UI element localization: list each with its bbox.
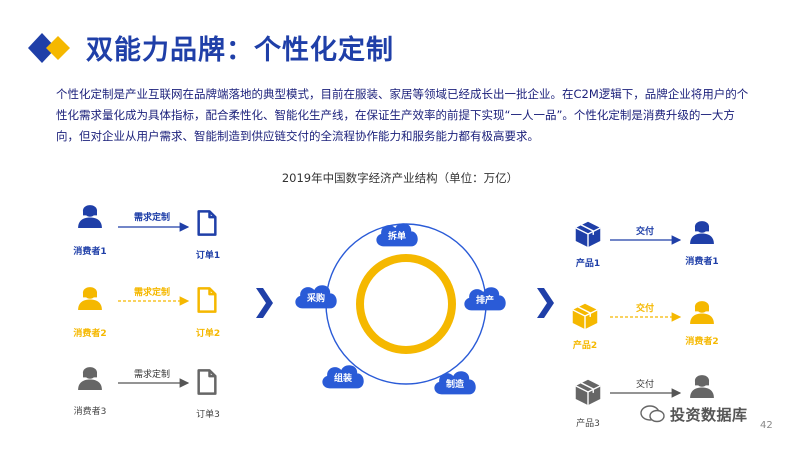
page-title: 双能力品牌：个性化定制 — [86, 35, 394, 66]
consumer-icon — [690, 301, 714, 324]
consumer-label: 消费者2 — [73, 327, 106, 339]
right-row-3: 产品3 交付 — [575, 375, 714, 429]
chevron-right-icon — [537, 288, 554, 318]
right-row-2: 产品2 交付 消费者2 — [572, 301, 719, 351]
consumer-icon — [690, 221, 714, 244]
chevron-right-icon — [256, 288, 273, 318]
order-label: 订单2 — [196, 327, 220, 339]
product-label: 产品1 — [576, 257, 600, 269]
cycle-step-procurement: 采购 — [295, 285, 337, 309]
consumer-label: 消费者2 — [685, 335, 718, 347]
left-row-3: 消费者3 需求定制 订单3 — [74, 367, 220, 420]
svg-text:排产: 排产 — [476, 294, 494, 306]
cycle-step-split-order: 拆单 — [376, 223, 418, 247]
product-label: 产品2 — [573, 339, 597, 351]
cycle-step-scheduling: 排产 — [464, 287, 506, 311]
cycle-step-manufacturing: 制造 — [434, 371, 476, 395]
arrow-label: 交付 — [636, 302, 654, 314]
production-cycle: 拆单 排产 制造 组装 采购 — [295, 223, 506, 395]
order-icon — [197, 286, 217, 314]
consumer-label: 消费者1 — [73, 245, 106, 257]
product-icon — [575, 221, 601, 248]
arrow-label: 需求定制 — [134, 211, 170, 223]
consumer-icon — [78, 205, 102, 228]
svg-text:组装: 组装 — [334, 372, 353, 384]
svg-text:采购: 采购 — [306, 292, 325, 304]
cycle-step-assembly: 组装 — [322, 365, 364, 389]
watermark-text: 投资数据库 — [670, 406, 748, 424]
brand-logo-icon — [28, 33, 70, 63]
page-number: 42 — [760, 420, 773, 431]
arrow-label: 交付 — [636, 378, 654, 390]
consumer-icon — [78, 287, 102, 310]
svg-text:制造: 制造 — [446, 378, 465, 390]
wechat-icon — [640, 405, 665, 423]
left-row-1: 消费者1 需求定制 订单1 — [73, 205, 220, 261]
center-gold-ring — [356, 254, 456, 354]
right-row-1: 产品1 交付 消费者1 — [575, 221, 719, 269]
consumer-icon — [78, 367, 102, 390]
consumer-label: 消费者1 — [685, 255, 718, 267]
consumer-label: 消费者3 — [74, 405, 107, 417]
order-label: 订单1 — [196, 249, 220, 261]
cycle-ring — [325, 223, 487, 385]
product-label: 产品3 — [576, 417, 600, 429]
product-icon — [575, 379, 601, 406]
arrow-label: 需求定制 — [134, 368, 170, 380]
arrow-label: 交付 — [636, 225, 654, 237]
order-label: 订单3 — [196, 408, 220, 420]
intro-paragraph: 个性化定制是产业互联网在品牌端落地的典型模式，目前在服装、家居等领域已经成长出一… — [56, 87, 749, 143]
arrow-label: 需求定制 — [134, 286, 170, 298]
left-row-2: 消费者2 需求定制 订单2 — [73, 286, 220, 339]
product-icon — [572, 303, 598, 330]
order-icon — [197, 368, 217, 396]
order-icon — [197, 209, 217, 237]
diagram-caption: 2019年中国数字经济产业结构（单位：万亿） — [281, 171, 519, 185]
consumer-icon — [690, 375, 714, 398]
svg-text:拆单: 拆单 — [388, 230, 406, 242]
